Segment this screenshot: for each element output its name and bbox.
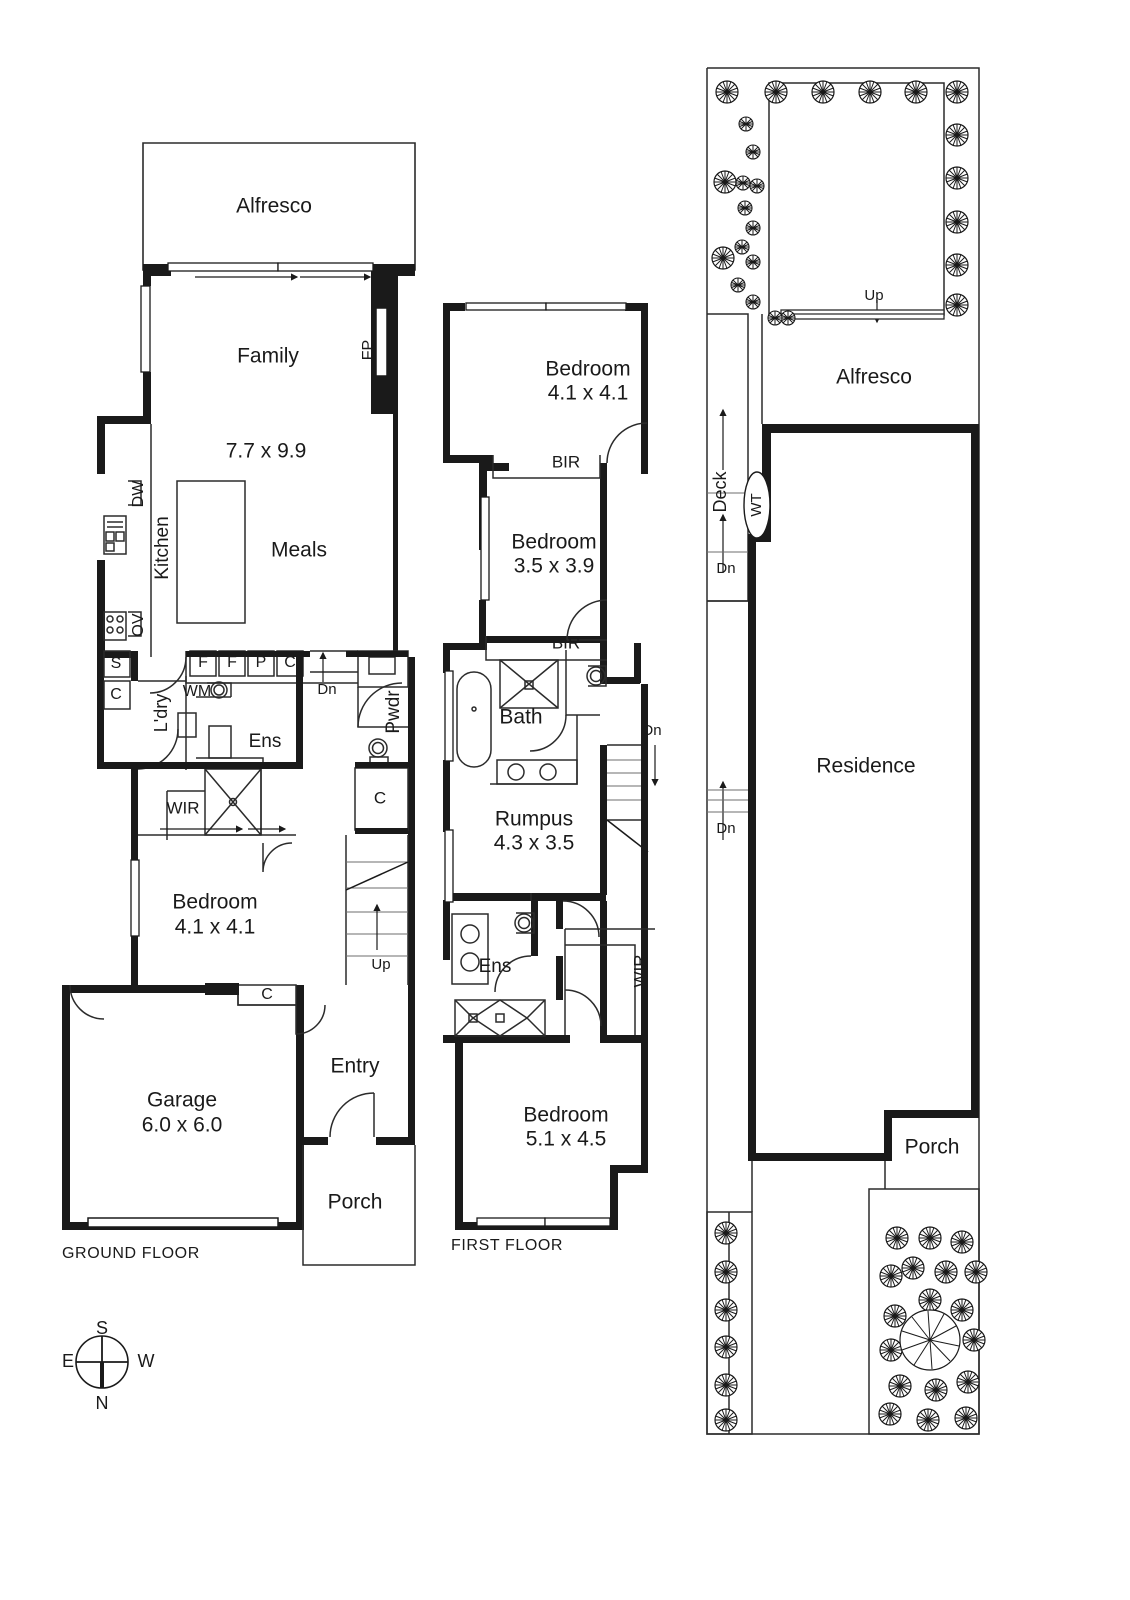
ff-label-ensuite: Ens [479, 956, 512, 977]
site-label-down-1: Dn [716, 560, 735, 577]
gf-label-porch: Porch [328, 1191, 383, 1214]
ff-label-bedroom-1: Bedroom [545, 358, 630, 381]
ff-label-rumpus: Rumpus [495, 808, 573, 831]
ff-label-bedroom-3: Bedroom [523, 1104, 608, 1127]
ground-floor-plan: Alfresco Family 7.7 x 9.9 Meals Kitchen … [62, 142, 416, 1266]
site-label-residence: Residence [816, 755, 915, 778]
site-label-down-2: Dn [716, 820, 735, 837]
compass-label-east: E [62, 1351, 74, 1371]
site-label-porch: Porch [905, 1136, 960, 1159]
gf-label-oven: OV [130, 613, 147, 636]
ff-label-bath: Bath [499, 706, 542, 729]
gf-label-kitchen: Kitchen [152, 516, 173, 579]
gf-label-cupboard-kitchen: C [284, 654, 296, 671]
gf-label-fireplace: FP [360, 340, 377, 360]
gf-label-cupboard-left: C [110, 686, 122, 703]
ff-label-rumpus-dims: 4.3 x 3.5 [494, 832, 575, 855]
gf-walls [62, 264, 415, 1230]
site-label-water-tank: WT [748, 493, 765, 516]
gf-label-powder: Pwdr [383, 690, 404, 734]
gf-label-family-dims: 7.7 x 9.9 [226, 440, 307, 463]
site-label-alfresco: Alfresco [836, 366, 912, 389]
ff-label-bir-1: BIR [552, 452, 580, 471]
gf-label-laundry: L'dry [151, 694, 171, 732]
site-label-up: Up [864, 287, 883, 304]
compass-label-north: N [96, 1393, 109, 1413]
site-arrows [707, 300, 945, 840]
ff-label-bedroom-2: Bedroom [511, 531, 596, 554]
gf-label-pantry: P [256, 654, 267, 671]
first-floor-plan: Bedroom 4.1 x 4.1 BIR Bedroom 3.5 x 3.9 … [443, 302, 662, 1254]
gf-label-garage-dims: 6.0 x 6.0 [142, 1114, 223, 1137]
gf-label-ensuite: Ens [249, 731, 282, 752]
compass-label-west: W [138, 1351, 155, 1371]
gf-label-family: Family [237, 345, 299, 368]
gf-label-entry: Entry [330, 1055, 380, 1078]
gf-label-fridge-2: F [227, 654, 237, 671]
ff-label-bedroom-2-dims: 3.5 x 3.9 [514, 555, 595, 578]
gf-label-garage: Garage [147, 1089, 217, 1112]
ff-label-wir: WIR [630, 954, 649, 987]
gf-label-bedroom-dims: 4.1 x 4.1 [175, 916, 256, 939]
gf-label-dishwasher: DW [130, 480, 147, 508]
gf-label-down: Dn [317, 681, 336, 698]
gf-label-up: Up [371, 956, 390, 973]
ff-label-down: Dn [642, 722, 661, 739]
gf-label-alfresco: Alfresco [236, 195, 312, 218]
ff-caption: FIRST FLOOR [451, 1237, 563, 1254]
gf-label-sink: S [111, 655, 122, 672]
gf-label-cupboard-hall: C [261, 986, 273, 1003]
ff-label-bedroom-3-dims: 5.1 x 4.5 [526, 1128, 607, 1151]
ff-label-bedroom-1-dims: 4.1 x 4.1 [548, 382, 629, 405]
gf-partitions [138, 651, 408, 995]
ff-label-bir-2: BIR [552, 633, 580, 652]
gf-caption: GROUND FLOOR [62, 1245, 200, 1262]
compass-rose: S N E W [62, 1318, 155, 1413]
site-label-deck: Deck [710, 470, 730, 512]
gf-label-wir: WIR [166, 798, 199, 817]
site-plan: Alfresco Up Deck WT Dn Dn Residence Porc… [706, 67, 988, 1435]
ff-internal-lines [444, 302, 655, 1227]
gf-label-meals: Meals [271, 539, 327, 562]
gf-label-washing-machine: WM [183, 683, 211, 700]
site-boundary [706, 67, 980, 1435]
compass-label-south: S [96, 1318, 108, 1338]
gf-label-fridge-1: F [198, 654, 208, 671]
gf-arrows [160, 273, 381, 950]
site-residence-walls [748, 424, 979, 1161]
gf-label-bedroom: Bedroom [172, 891, 257, 914]
gf-label-cupboard-stair: C [374, 788, 386, 807]
